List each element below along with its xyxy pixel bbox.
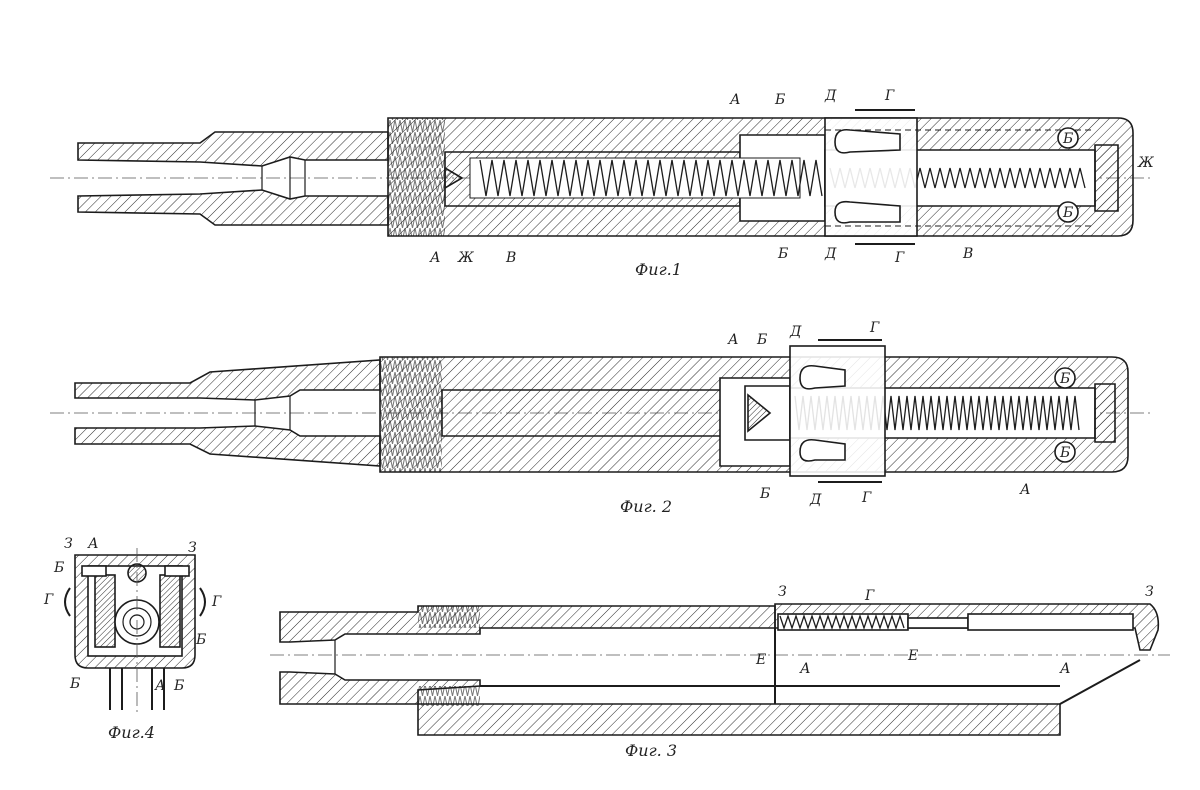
barrel-lower-wall [74,425,381,467]
sleeve-flanges [818,339,882,483]
label-fig4-B-left: Б [53,560,64,576]
label-fig1-G-top: Г [884,88,895,104]
chamber-lines [261,157,306,199]
label-fig1-V: В [505,250,516,266]
thread-zone [380,357,442,472]
barrel-upper-wall [77,131,389,167]
firing-pin-tip [444,166,464,190]
bolt-tip [747,393,772,433]
thread-zone [388,118,445,236]
barrel-upper-wall [74,359,381,401]
figure-2: А Б Д Г Б Б Б Д Г А Фиг. 2 [50,320,1150,516]
guide-slot [967,613,1134,631]
thread-bottom [418,686,480,706]
sleeve-flanges [855,109,915,245]
label-fig2-A-top: А [727,332,739,348]
side-plate-left [94,574,116,648]
thread-top [418,606,480,628]
label-fig1-A-top: А [729,92,741,108]
label-fig3-Z-right: З [1145,584,1154,600]
label-fig1-B-circle-top: Б [1062,131,1073,147]
label-fig4-B-bottom-left: Б [69,676,80,692]
label-fig3-G: Г [864,588,875,604]
label-fig1-Zh: Ж [457,250,475,266]
clamp-ears [64,587,206,617]
barrel-lower-wall [77,189,389,226]
label-fig1-B-circle-bottom: Б [1062,205,1073,221]
barrel-lower-wall [279,671,1061,736]
label-fig4-B-right: Б [195,632,206,648]
label-fig4-G-left: Г [43,592,54,608]
label-fig4-B-bottom-right: Б [173,678,184,694]
roller-top [1054,367,1076,389]
chamber-lines [254,396,291,430]
figure-4: З А З Б Г Г Б Б А Б Фиг.4 [43,536,222,742]
recoil-spring [479,159,823,197]
label-fig1-A: А [429,250,441,266]
label-fig1-Zh-right: Ж [1137,155,1155,171]
label-fig2-B-bottom: Б [759,486,770,502]
roller-top [1057,127,1079,149]
dashed-guides [825,129,1095,227]
label-fig1-D-bottom: Д [824,246,837,262]
label-fig3-E-right: Е [907,648,918,664]
roller-bottom [1054,441,1076,463]
label-fig2-B-circle-top: Б [1059,371,1070,387]
label-fig1-B-top: Б [774,92,785,108]
figure-3: З Г З Е Е А А Фиг. 3 [270,584,1170,760]
side-plate-right [159,574,181,648]
caption-fig1: Фиг.1 [635,260,682,279]
label-fig3-A-left: А [799,661,811,677]
spring-rod [907,617,969,629]
label-fig4-A-top: А [87,536,99,552]
label-fig4-Z-right: З [188,540,197,556]
spring-E [779,613,905,631]
end-stop [1094,144,1119,212]
caption-fig3: Фиг. 3 [625,741,677,760]
label-fig2-G-bottom: Г [861,490,872,506]
figure-1: А Ж В А Б Д Г Б Б Ж Б Д Г В Фиг.1 [50,88,1155,279]
label-fig1-G-bottom: Г [894,250,905,266]
label-fig1-V-right: В [962,246,973,262]
mount-legs [109,668,165,710]
label-fig2-D-top: Д [789,324,802,340]
caption-fig2: Фиг. 2 [620,497,672,516]
caption-fig4: Фиг.4 [108,723,155,742]
label-fig3-Z-left: З [778,584,787,600]
latch-bottom [799,438,846,462]
label-fig3-A-right: А [1059,661,1071,677]
label-fig4-Z-left: З [64,536,73,552]
roller-bottom [1057,201,1079,223]
label-fig1-B-bottom: Б [777,246,788,262]
label-fig2-G-top: Г [869,320,880,336]
body-outline [480,628,1141,705]
end-stop [1094,383,1116,443]
label-fig4-G-right: Г [211,594,222,610]
label-fig1-D-top: Д [824,88,837,104]
label-fig2-A-bottom: А [1019,482,1031,498]
label-fig2-B-top: Б [756,332,767,348]
label-fig2-D-bottom: Д [809,492,822,508]
latch-bottom [834,200,901,224]
latch-top [799,364,846,390]
label-fig2-B-circle-bottom: Б [1059,445,1070,461]
label-fig3-E-left: Е [755,652,766,668]
lug-left [81,565,107,577]
lug-right [164,565,190,577]
latch-top [834,128,901,154]
label-fig4-A-bottom: А [154,678,166,694]
barrel-upper-wall [279,605,776,643]
